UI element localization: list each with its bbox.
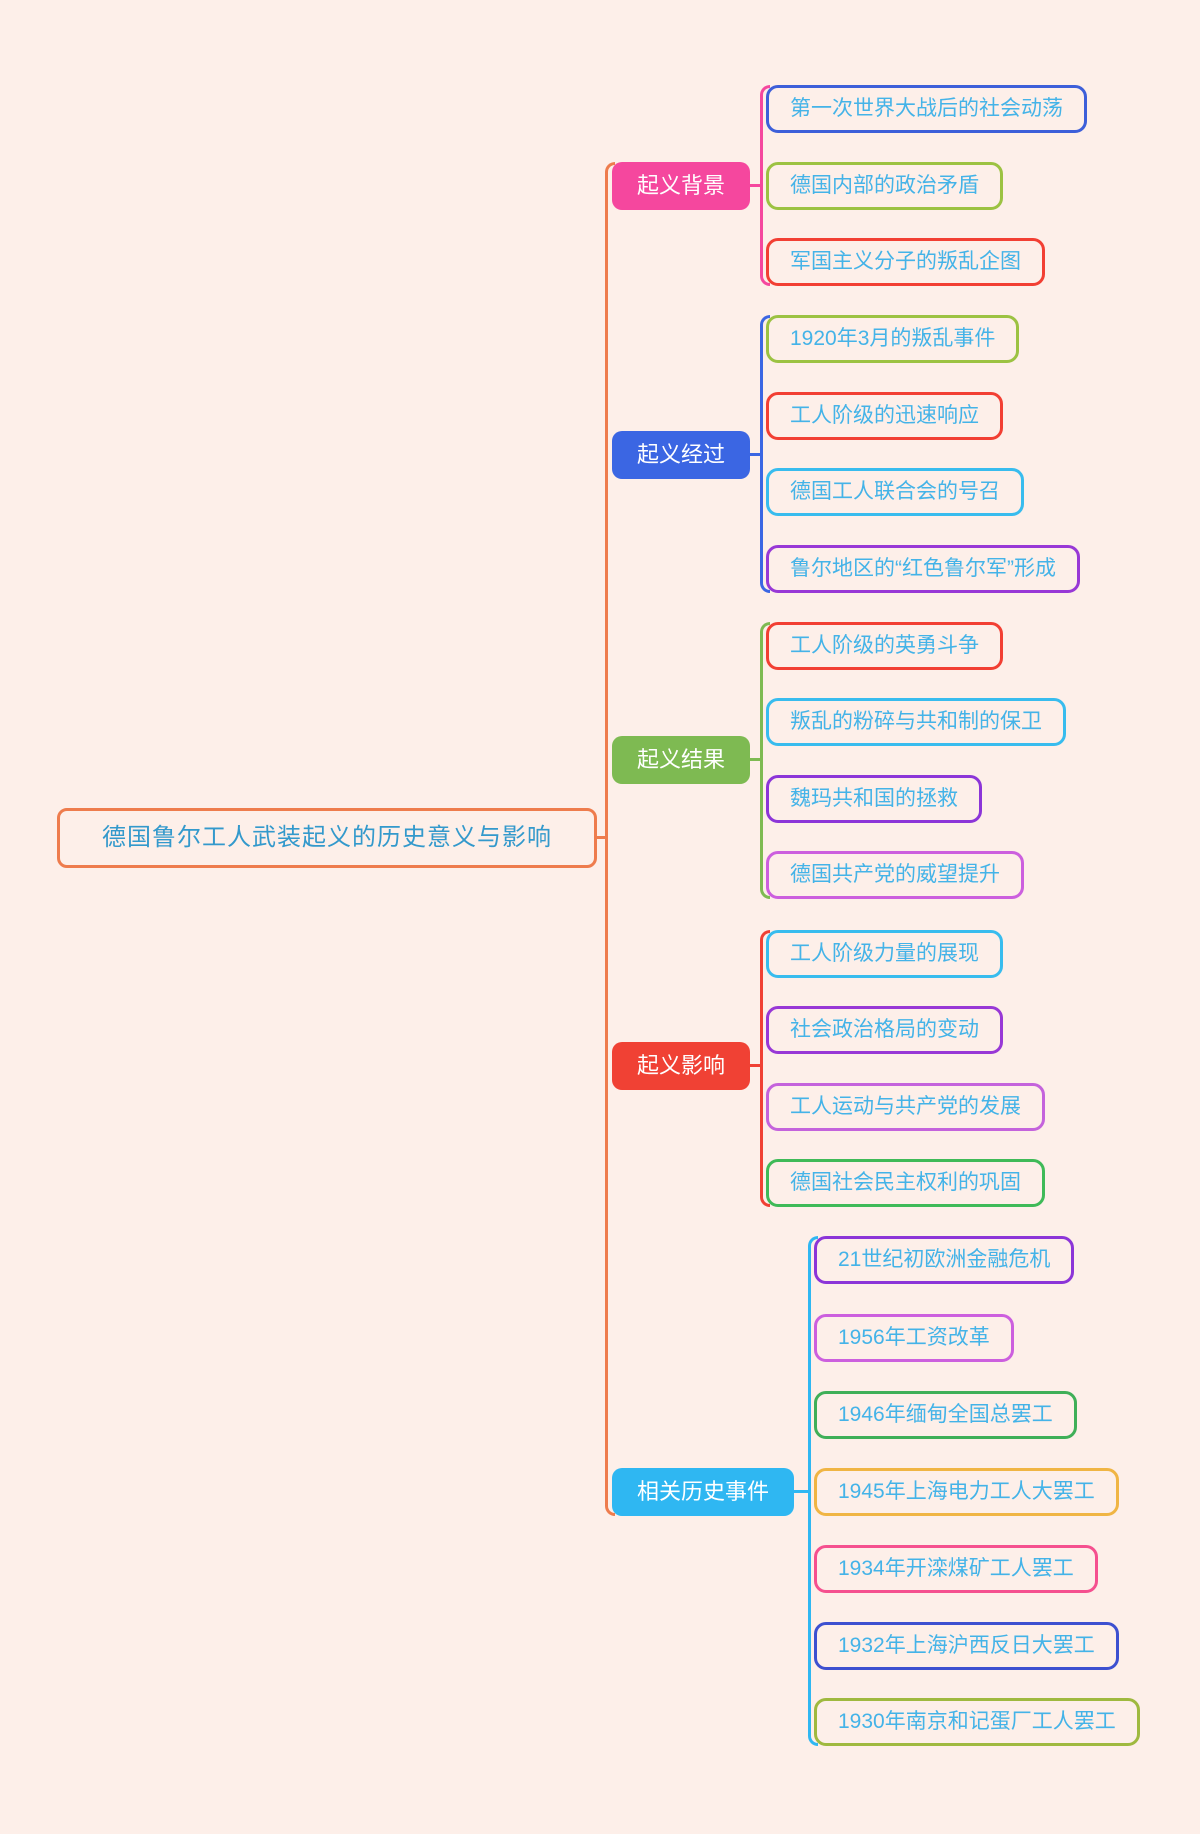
- leaf-node[interactable]: 德国工人联合会的号召: [766, 468, 1024, 516]
- leaf-node[interactable]: 1934年开滦煤矿工人罢工: [814, 1545, 1098, 1593]
- branch-connector-stub: [750, 758, 760, 761]
- leaf-node[interactable]: 1930年南京和记蛋厂工人罢工: [814, 1698, 1140, 1746]
- branch-connector-bracket: [808, 1236, 818, 1746]
- root-connector-stub: [597, 836, 606, 839]
- leaf-node[interactable]: 工人阶级力量的展现: [766, 930, 1003, 978]
- branch-node-process[interactable]: 起义经过: [612, 431, 751, 479]
- leaf-node[interactable]: 1946年缅甸全国总罢工: [814, 1391, 1077, 1439]
- leaf-node[interactable]: 叛乱的粉碎与共和制的保卫: [766, 698, 1066, 746]
- leaf-node[interactable]: 鲁尔地区的“红色鲁尔军”形成: [766, 545, 1080, 593]
- leaf-node[interactable]: 德国内部的政治矛盾: [766, 162, 1003, 210]
- branch-connector-bracket: [760, 85, 770, 286]
- leaf-node[interactable]: 1920年3月的叛乱事件: [766, 315, 1020, 363]
- leaf-node[interactable]: 1945年上海电力工人大罢工: [814, 1468, 1119, 1516]
- branch-connector-bracket: [760, 315, 770, 593]
- branch-node-impact[interactable]: 起义影响: [612, 1042, 751, 1090]
- leaf-node[interactable]: 1956年工资改革: [814, 1314, 1014, 1362]
- leaf-node[interactable]: 社会政治格局的变动: [766, 1006, 1003, 1054]
- leaf-node[interactable]: 1932年上海沪西反日大罢工: [814, 1622, 1119, 1670]
- leaf-node[interactable]: 魏玛共和国的拯救: [766, 775, 982, 823]
- leaf-node[interactable]: 军国主义分子的叛乱企图: [766, 238, 1045, 286]
- branch-connector-stub: [794, 1490, 808, 1493]
- root-connector-bracket: [605, 162, 615, 1516]
- branch-connector-bracket: [760, 622, 770, 899]
- branch-connector-stub: [750, 184, 760, 187]
- leaf-node[interactable]: 德国共产党的威望提升: [766, 851, 1024, 899]
- branch-connector-bracket: [760, 930, 770, 1207]
- branch-connector-stub: [750, 1064, 760, 1067]
- branch-connector-stub: [750, 453, 760, 456]
- leaf-node[interactable]: 工人阶级的迅速响应: [766, 392, 1003, 440]
- root-node[interactable]: 德国鲁尔工人武装起义的历史意义与影响: [57, 808, 597, 868]
- leaf-node[interactable]: 工人运动与共产党的发展: [766, 1083, 1045, 1131]
- branch-node-related-events[interactable]: 相关历史事件: [612, 1468, 795, 1516]
- leaf-node[interactable]: 工人阶级的英勇斗争: [766, 622, 1003, 670]
- leaf-node[interactable]: 德国社会民主权利的巩固: [766, 1159, 1045, 1207]
- leaf-node[interactable]: 第一次世界大战后的社会动荡: [766, 85, 1087, 133]
- branch-node-result[interactable]: 起义结果: [612, 736, 751, 784]
- leaf-node[interactable]: 21世纪初欧洲金融危机: [814, 1236, 1075, 1284]
- branch-node-background[interactable]: 起义背景: [612, 162, 751, 210]
